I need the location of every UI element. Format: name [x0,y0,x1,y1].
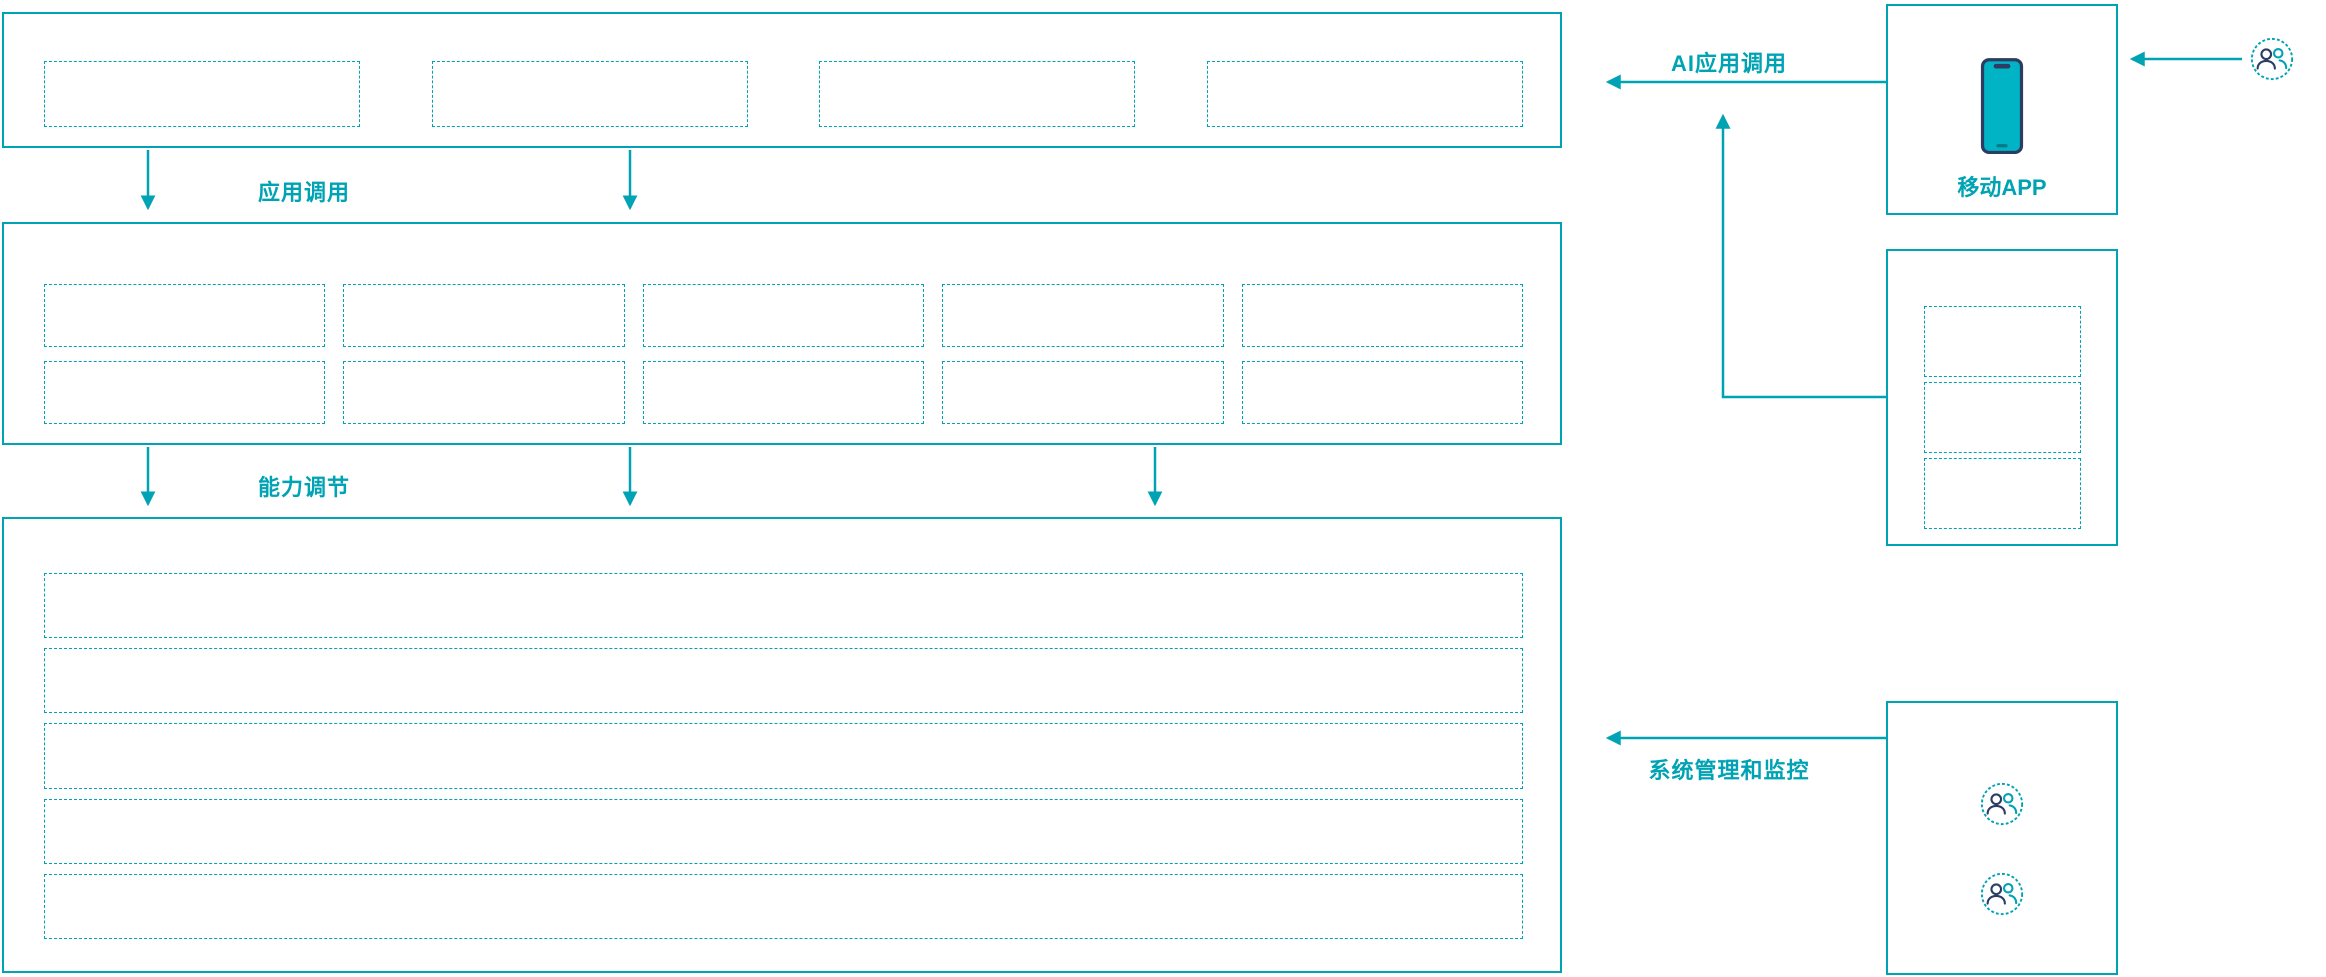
mobile-app-label: 移动APP [1957,175,2047,200]
middle-layer-panel [2,222,1562,445]
user-group-icon [1979,781,2025,827]
placeholder-box [1923,382,2081,453]
top-layer-panel [2,12,1562,148]
placeholder-box [343,361,625,424]
user-group-icon [2249,36,2295,82]
placeholder-row [44,798,1523,864]
user-group-icon [1979,871,2025,917]
placeholder-box [431,61,748,127]
placeholder-row [44,648,1523,714]
placeholder-box [819,61,1136,127]
app-call-label: 应用调用 [257,180,351,205]
placeholder-box [343,284,625,347]
ai-app-call-label: AI应用调用 [1670,51,1788,76]
capability-adjust-label: 能力调节 [257,475,351,500]
placeholder-box [44,284,326,347]
service-to-ai-connector [1715,113,1886,399]
placeholder-box [642,361,925,424]
placeholder-box [44,361,326,424]
placeholder-row [44,873,1523,940]
placeholder-box [1206,61,1523,127]
bottom-layer-panel [2,517,1562,973]
placeholder-box [44,61,360,127]
placeholder-box [942,361,1224,424]
placeholder-row [44,723,1523,789]
right-service-panel [1886,249,2118,546]
placeholder-box [1241,361,1523,424]
admin-panel [1886,701,2118,975]
placeholder-box [1241,284,1523,347]
smartphone-icon [1974,56,2030,158]
placeholder-box [1923,306,2081,377]
mobile-app-panel: 移动APP [1886,4,2118,215]
placeholder-box [942,284,1224,347]
placeholder-box [1923,458,2081,529]
placeholder-row [44,573,1523,639]
system-management-label: 系统管理和监控 [1648,758,1810,783]
placeholder-box [642,284,925,347]
